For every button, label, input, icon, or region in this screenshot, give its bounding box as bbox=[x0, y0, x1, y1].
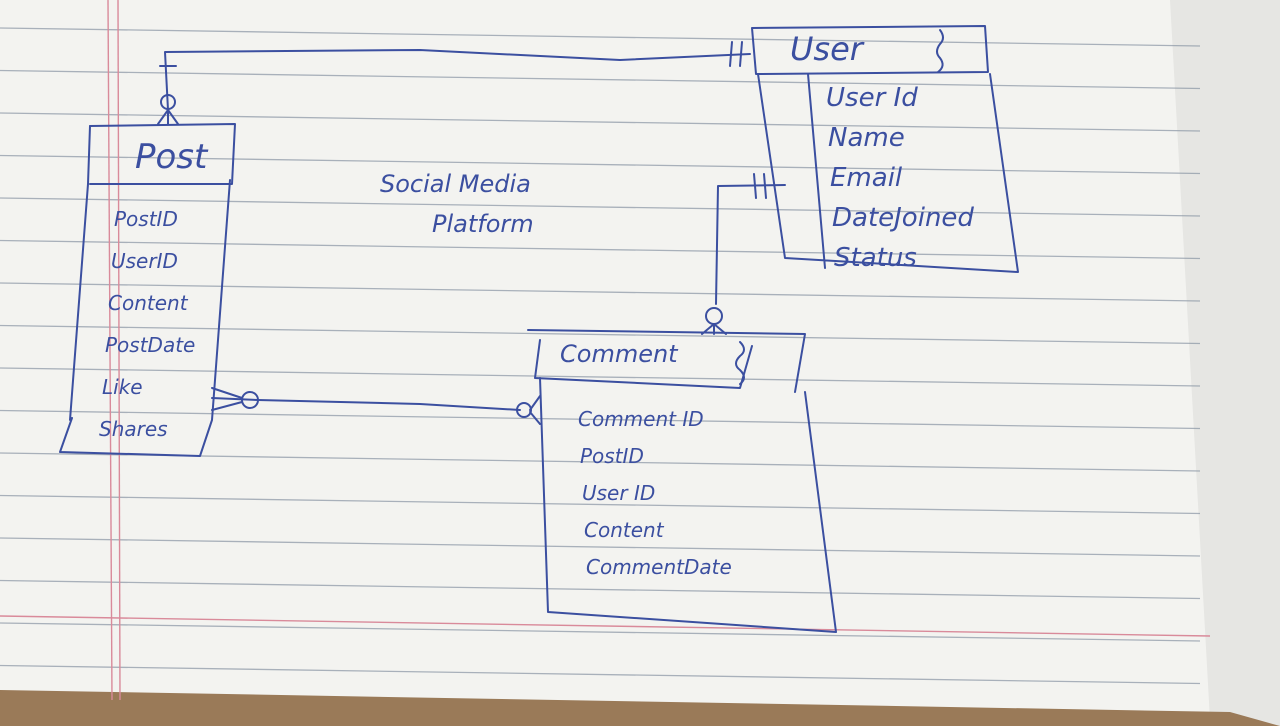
post-attribute: Like bbox=[102, 375, 143, 399]
comment-attribute-list: Comment ID PostID User ID ContentCommentDat… bbox=[578, 407, 732, 579]
post-comment-line bbox=[211, 397, 521, 411]
post-side-zero-circle-2 bbox=[241, 391, 259, 409]
post-attribute: PostDate bbox=[105, 333, 195, 357]
post-side-crowsfoot bbox=[157, 65, 179, 125]
comment-key-mark bbox=[735, 341, 745, 385]
user-entity-name: User bbox=[790, 30, 865, 68]
post-attribute: PostID bbox=[114, 207, 178, 231]
comment-side-crowsfoot-2 bbox=[529, 395, 541, 425]
ruled-line bbox=[0, 537, 1201, 557]
user-attribute: Status bbox=[834, 243, 917, 273]
diagram-title: Social Media Platform bbox=[380, 170, 534, 238]
comment-header-box bbox=[527, 329, 806, 393]
user-side-one-and-only-one-2 bbox=[753, 173, 767, 199]
post-attribute: UserID bbox=[111, 249, 178, 273]
relationship-user-comment bbox=[701, 173, 786, 335]
ruled-line bbox=[0, 494, 1201, 515]
user-comment-line bbox=[715, 184, 786, 305]
post-entity: Post PostID UserID ContentPostDateLikeShar… bbox=[59, 123, 236, 457]
title-line-1: Social Media bbox=[380, 170, 531, 198]
comment-entity-name: Comment bbox=[560, 340, 679, 368]
comment-attribute: Comment ID bbox=[578, 407, 704, 431]
user-body-box bbox=[757, 73, 1019, 273]
ruled-line bbox=[0, 282, 1201, 302]
post-side-zero-circle bbox=[160, 94, 176, 110]
ruled-line bbox=[0, 622, 1201, 642]
ruled-line bbox=[0, 112, 1201, 132]
ruled-line bbox=[0, 324, 1201, 345]
ruled-line bbox=[0, 664, 1201, 685]
ruled-line bbox=[0, 367, 1201, 387]
user-attribute: User Id bbox=[826, 83, 918, 113]
user-post-line bbox=[164, 49, 751, 111]
user-header-box bbox=[751, 25, 989, 75]
title-line-2: Platform bbox=[432, 210, 534, 238]
ruled-line bbox=[0, 154, 1201, 175]
comment-attribute: CommentDate bbox=[586, 555, 732, 579]
comment-body-box bbox=[539, 377, 837, 633]
user-side-one-and-only-one bbox=[729, 41, 743, 67]
post-attribute: Content bbox=[108, 291, 189, 315]
comment-side-crowsfoot bbox=[701, 323, 727, 335]
ruled-lines bbox=[0, 27, 1201, 685]
ruled-line bbox=[0, 579, 1201, 600]
ruled-line bbox=[0, 197, 1201, 217]
user-attribute: Name bbox=[828, 123, 905, 153]
relationship-post-comment bbox=[211, 387, 541, 425]
margin-lines bbox=[0, 0, 1211, 701]
relationship-user-post bbox=[157, 41, 751, 125]
ruled-line bbox=[0, 27, 1201, 47]
comment-attribute: Content bbox=[584, 518, 665, 542]
comment-attribute: User ID bbox=[582, 481, 655, 505]
post-header-box bbox=[89, 123, 236, 185]
post-body-box bbox=[59, 125, 231, 457]
post-attribute: Shares bbox=[99, 417, 168, 441]
ruled-line bbox=[0, 239, 1201, 260]
user-attribute: Email bbox=[830, 163, 903, 193]
ruled-line bbox=[0, 409, 1201, 430]
post-side-crowsfoot-2 bbox=[211, 387, 243, 411]
user-attribute: DateJoined bbox=[832, 203, 974, 233]
ruled-line bbox=[0, 69, 1201, 90]
comment-attribute: PostID bbox=[580, 444, 644, 468]
post-entity-name: Post bbox=[135, 137, 209, 177]
user-key-mark bbox=[936, 29, 944, 73]
